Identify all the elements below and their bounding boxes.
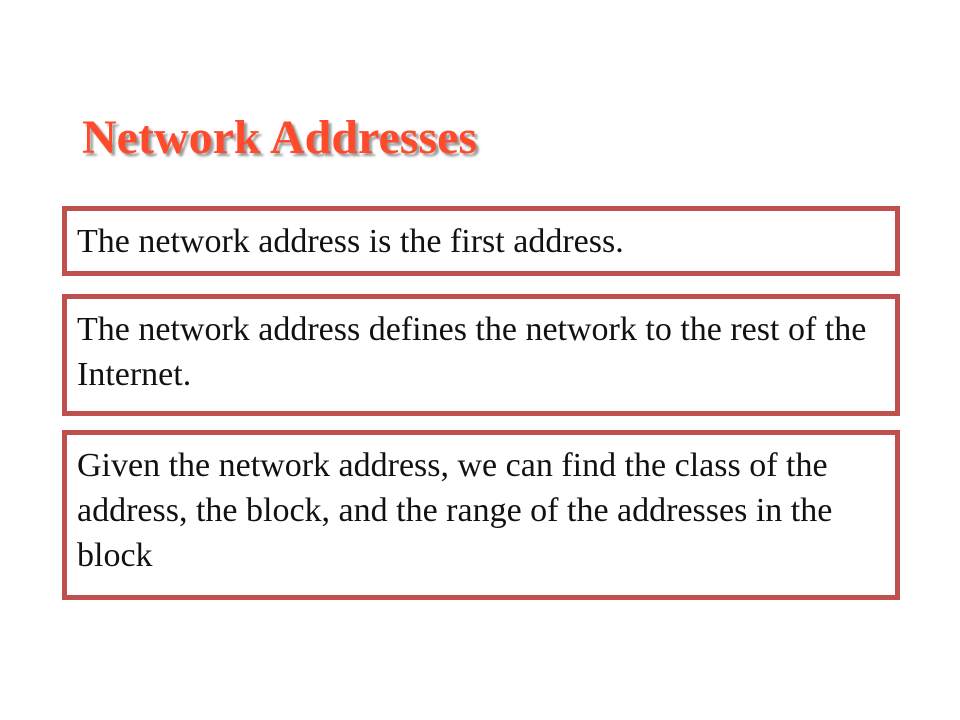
statement-box-first-address: The network address is the first address… [62, 206, 900, 276]
statement-box-find-class: Given the network address, we can find t… [62, 430, 900, 600]
statement-text: The network address is the first address… [77, 223, 624, 260]
slide-title: Network Addresses [82, 111, 478, 164]
statement-text: The network address defines the network … [77, 311, 867, 393]
statement-text: Given the network address, we can find t… [77, 447, 833, 574]
statement-box-defines-network: The network address defines the network … [62, 294, 900, 416]
